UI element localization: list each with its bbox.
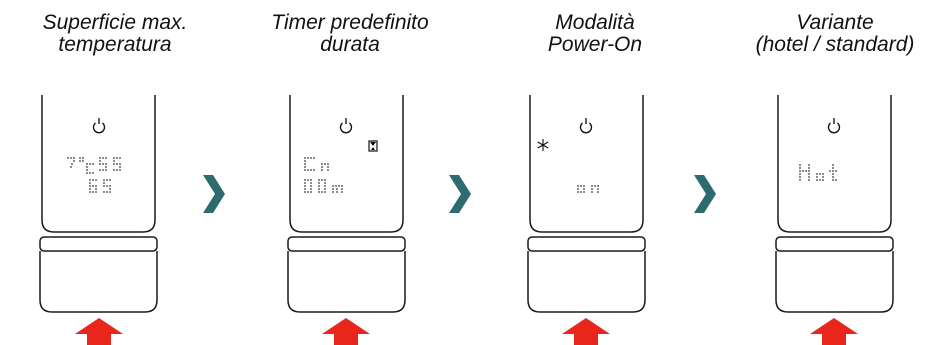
step-2: Timer predefinito durata	[235, 0, 465, 345]
device-illustration	[527, 95, 646, 345]
step-title-line-1: Variante	[796, 11, 874, 34]
display-digits	[577, 185, 599, 193]
step-3: Modalità Power-On	[480, 0, 710, 345]
step-4: Variante (hotel / standard)	[720, 0, 930, 345]
hourglass-icon	[368, 140, 378, 152]
step-title-line-1: Superficie max.	[42, 11, 188, 34]
snowflake-icon	[537, 139, 549, 151]
display-digits	[799, 164, 837, 181]
step-title: Superficie max. temperatura	[0, 12, 230, 56]
step-title: Variante (hotel / standard)	[720, 12, 930, 56]
step-title-line-2: Power-On	[547, 33, 643, 56]
device-illustration	[287, 95, 406, 345]
chevron-right-icon	[449, 175, 471, 213]
chevron-right-icon	[203, 175, 225, 213]
step-title-line-2: durata	[320, 33, 380, 56]
up-arrow-icon	[322, 318, 370, 345]
display-digits	[67, 157, 121, 193]
power-icon	[827, 118, 841, 134]
display-digits	[304, 157, 343, 193]
power-icon	[92, 118, 106, 134]
power-icon	[579, 118, 593, 134]
step-title-line-1: Modalità	[555, 11, 635, 34]
up-arrow-icon	[810, 318, 858, 345]
step-title-line-2: temperatura	[58, 33, 172, 56]
step-title-line-2: (hotel / standard)	[755, 33, 915, 56]
up-arrow-icon	[75, 318, 123, 345]
step-title: Modalità Power-On	[480, 12, 710, 56]
device-illustration	[39, 95, 158, 345]
step-1: Superficie max. temperatura	[0, 0, 230, 345]
step-title-line-1: Timer predefinito	[271, 11, 429, 34]
chevron-right-icon	[694, 175, 716, 213]
up-arrow-icon	[562, 318, 610, 345]
power-icon	[339, 118, 353, 134]
step-title: Timer predefinito durata	[235, 12, 465, 56]
device-illustration	[775, 95, 894, 345]
